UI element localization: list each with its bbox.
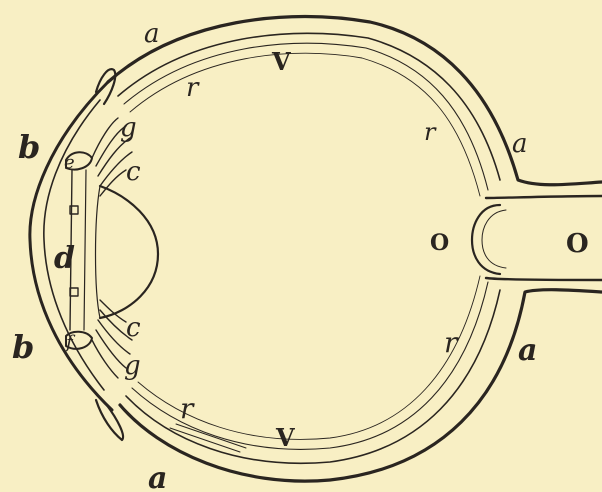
optic-disc-inner [482, 210, 506, 268]
label-o-disc: O [430, 230, 449, 256]
lens [100, 186, 158, 318]
label-f: f [64, 332, 76, 353]
label-a-top: a [144, 19, 160, 49]
label-a-right: a [512, 129, 528, 159]
optic-disc [472, 205, 500, 274]
label-g-top: g [120, 113, 137, 143]
label-b-bottom: b [12, 328, 34, 366]
label-g-bottom: g [124, 351, 141, 381]
label-d: d [54, 241, 75, 276]
lens-back [96, 186, 101, 318]
label-r-top-right: r [424, 118, 437, 146]
upper-eyelid [96, 69, 115, 104]
label-c-top: c [126, 157, 141, 187]
label-e: e [64, 152, 75, 173]
label-r-lower-right: r [444, 326, 459, 359]
optic-nerve-upper [486, 196, 602, 198]
label-o-nerve: O [566, 229, 589, 259]
label-a-bottom: a [148, 461, 167, 492]
label-a-lower-right: a [518, 333, 537, 368]
label-r-top-left: r [186, 73, 200, 103]
anterior-chamber-line-2 [84, 170, 86, 330]
label-v-top: V [271, 47, 291, 76]
label-r-bottom: r [180, 392, 195, 425]
choroid-line [130, 53, 480, 439]
label-b-top: b [18, 128, 40, 166]
label-c-bottom: c [126, 313, 141, 343]
label-v-bottom: V [275, 423, 295, 452]
optic-nerve-lower [486, 278, 602, 280]
